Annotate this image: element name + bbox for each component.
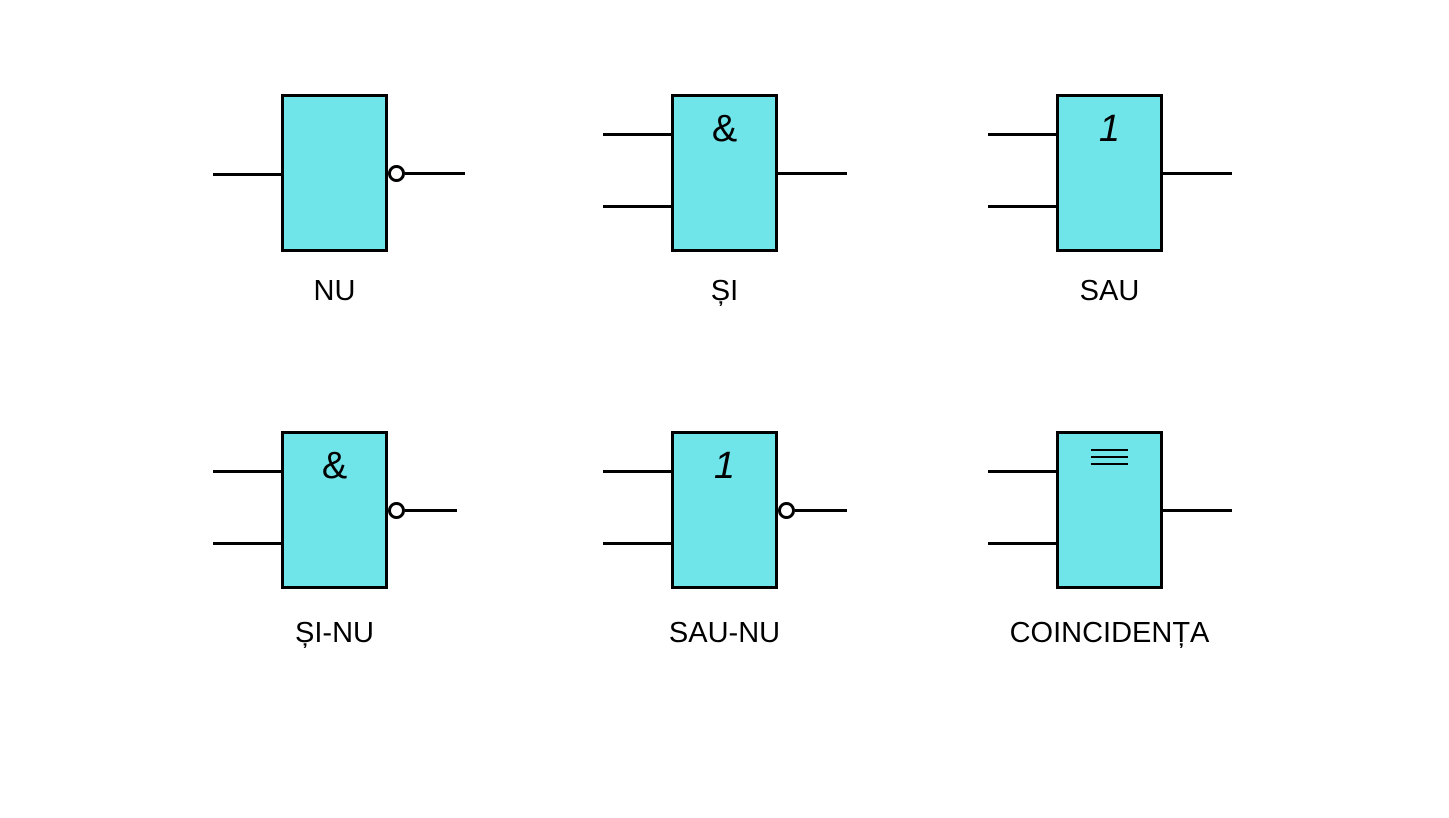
output-line [405, 509, 457, 512]
or-symbol: 1 [713, 445, 736, 487]
inversion-bubble-icon [388, 165, 405, 182]
inversion-bubble-icon [388, 502, 405, 519]
input-line [988, 205, 1056, 208]
input-line [988, 542, 1056, 545]
gate-si-nu: & ȘI-NU [213, 431, 457, 649]
equivalence-icon [1056, 449, 1163, 465]
and-symbol: & [711, 108, 738, 150]
gate-si: & ȘI [603, 94, 847, 307]
input-line [988, 133, 1056, 136]
input-line [603, 205, 671, 208]
output-line [1163, 172, 1232, 175]
input-line [213, 173, 281, 176]
input-line [603, 470, 671, 473]
gate-body [671, 94, 778, 252]
input-line [603, 133, 671, 136]
output-line [778, 172, 847, 175]
output-line [1163, 509, 1232, 512]
gate-coincidenta: COINCIDENȚA [988, 431, 1232, 649]
gate-body [281, 94, 388, 252]
or-symbol: 1 [1098, 108, 1121, 150]
gate-label: SAU-NU [668, 617, 781, 649]
gate-sau-nu: 1 SAU-NU [603, 431, 847, 649]
gate-body [281, 431, 388, 589]
output-line [405, 172, 465, 175]
output-line [795, 509, 847, 512]
inversion-bubble-icon [778, 502, 795, 519]
gate-label: NU [313, 275, 356, 307]
input-line [988, 470, 1056, 473]
gate-sau: 1 SAU [988, 94, 1232, 307]
gate-label: ȘI-NU [295, 617, 374, 649]
and-symbol: & [321, 445, 348, 487]
input-line [213, 470, 281, 473]
gate-label: SAU [1079, 275, 1140, 307]
gate-body [1056, 431, 1163, 589]
gate-body [671, 431, 778, 589]
gate-label: COINCIDENȚA [1009, 617, 1210, 649]
input-line [213, 542, 281, 545]
gate-nu: NU [213, 94, 465, 307]
input-line [603, 542, 671, 545]
gate-body [1056, 94, 1163, 252]
gate-label: ȘI [710, 275, 739, 307]
